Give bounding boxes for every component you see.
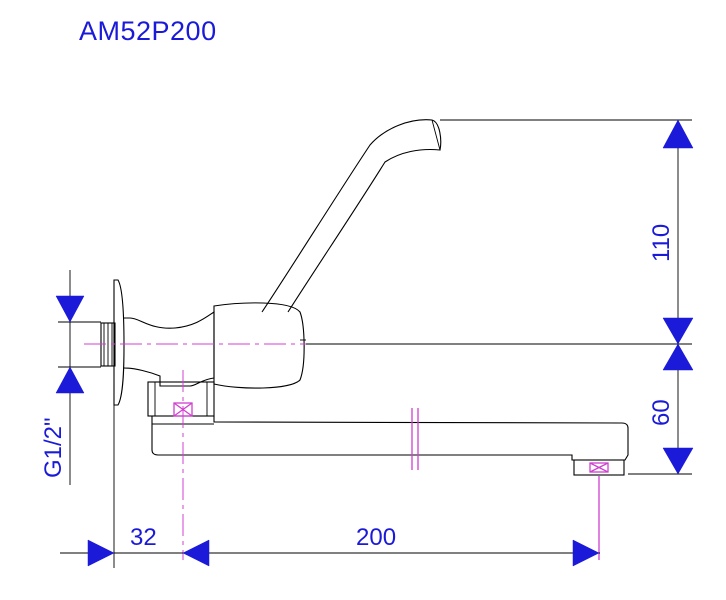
center-lines (58, 119, 692, 568)
dimension-arrows (55, 119, 694, 567)
valve-body (213, 302, 305, 389)
dim-label-60: 60 (648, 399, 675, 426)
arrow-thread-bottom (55, 366, 85, 394)
valve-body-neck (123, 310, 215, 387)
wall-rosette (113, 279, 125, 406)
arrow-32-right (182, 539, 210, 567)
arrow-32-left (87, 539, 115, 567)
arrow-60-top (662, 343, 694, 371)
dim-label-200: 200 (356, 524, 396, 551)
arrow-200-right (572, 539, 600, 567)
aerator (573, 459, 625, 476)
arrow-110-bottom (662, 317, 694, 345)
drawing-title: AM52P200 (79, 16, 217, 46)
dim-label-110: 110 (648, 224, 675, 262)
dim-label-32: 32 (130, 524, 157, 551)
arrow-60-bottom (662, 447, 694, 475)
dim-label-thread: G1/2" (40, 417, 67, 478)
spout (151, 416, 629, 461)
lever-handle (261, 119, 442, 313)
arrow-110-top (662, 119, 694, 149)
faucet-outline (100, 119, 629, 476)
arrow-thread-top (55, 295, 85, 323)
